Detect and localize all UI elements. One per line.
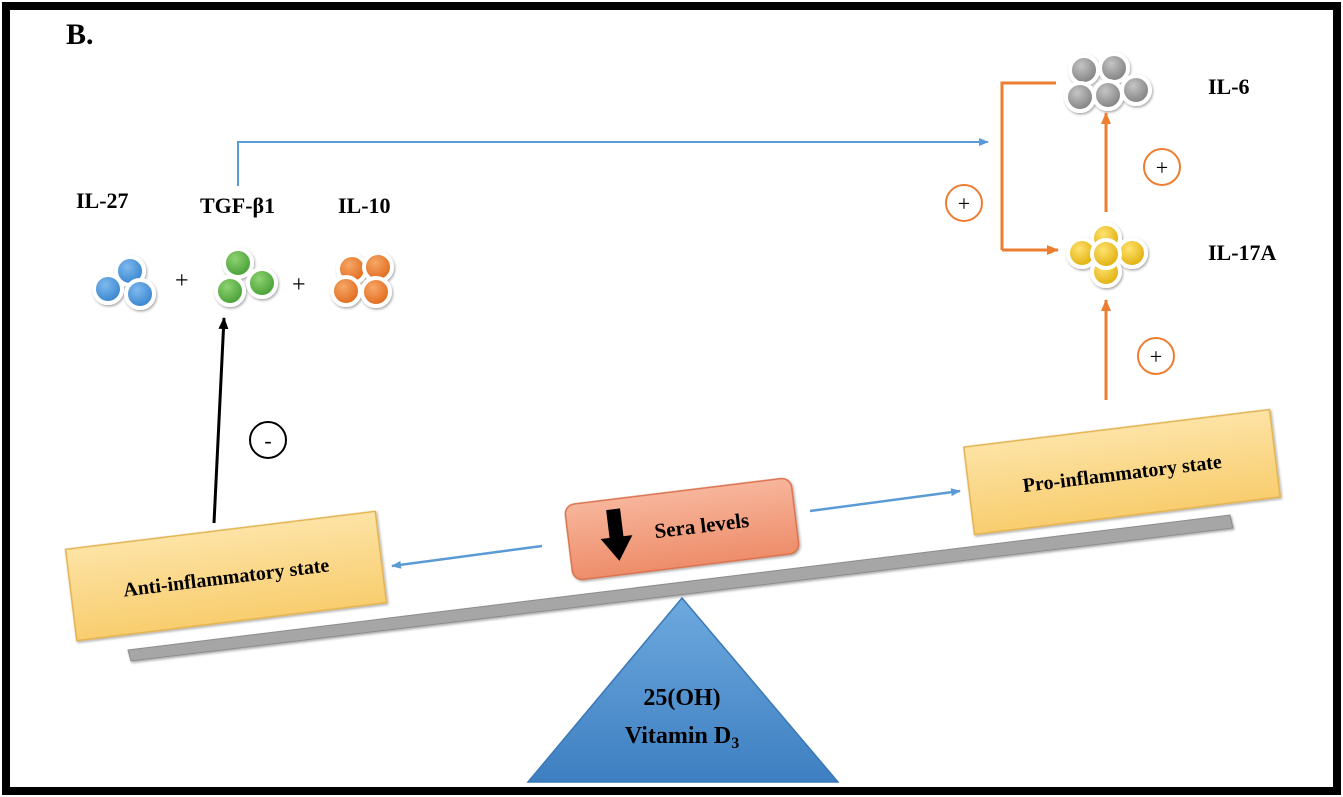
pro-inflammatory-state-box: Pro-inflammatory state [962,408,1282,536]
fulcrum-label-line1: 25(OH) [643,685,720,711]
il27-cell-cluster [92,255,156,310]
label-il27: IL-27 [76,188,129,213]
sera-to-pro-arrow [809,488,961,513]
anti-state-to-tgf-arrow [212,317,229,524]
down-arrow-icon [600,508,633,561]
plus-effect-badge-il6 [1143,148,1181,186]
panel-label: B. [66,18,94,51]
label-il17a: IL-17A [1208,240,1277,265]
fulcrum-label-subscript: 3 [731,735,739,752]
tgf-to-pro-cytokines-arrow [237,138,989,186]
plus-sign-2: + [292,272,306,298]
label-il6: IL-6 [1208,74,1250,99]
minus-effect-text: - [264,428,271,453]
il6-cell-cluster [1064,52,1152,113]
anti-inflammatory-state-box: Anti-inflammatory state [64,510,388,642]
plus-effect-badge-il17a [1137,337,1175,375]
plus-sign-1: + [175,268,189,294]
il17a-cell-cluster [1066,222,1148,288]
plus-effect-loop-text: + [958,191,970,216]
label-il10: IL-10 [338,193,391,218]
vitamin-d-fulcrum [526,596,840,783]
plus-effect-il6-text: + [1156,155,1168,180]
sera-levels-box: Sera levels [564,477,800,581]
balance-beam [127,514,1234,662]
label-tgf-b1: TGF-β1 [200,193,275,218]
minus-effect-badge [249,421,287,459]
plus-effect-il17a-text: + [1150,344,1162,369]
fulcrum-label-main: Vitamin D [625,723,731,749]
sera-to-anti-arrow [391,544,543,569]
tgf-b1-cell-cluster [214,247,278,307]
plus-effect-badge-loop [945,184,983,222]
pro-loop-bracket-top [1000,81,1056,250]
il10-cell-cluster [330,251,394,308]
fulcrum-label-line2: Vitamin D3 [625,723,739,752]
